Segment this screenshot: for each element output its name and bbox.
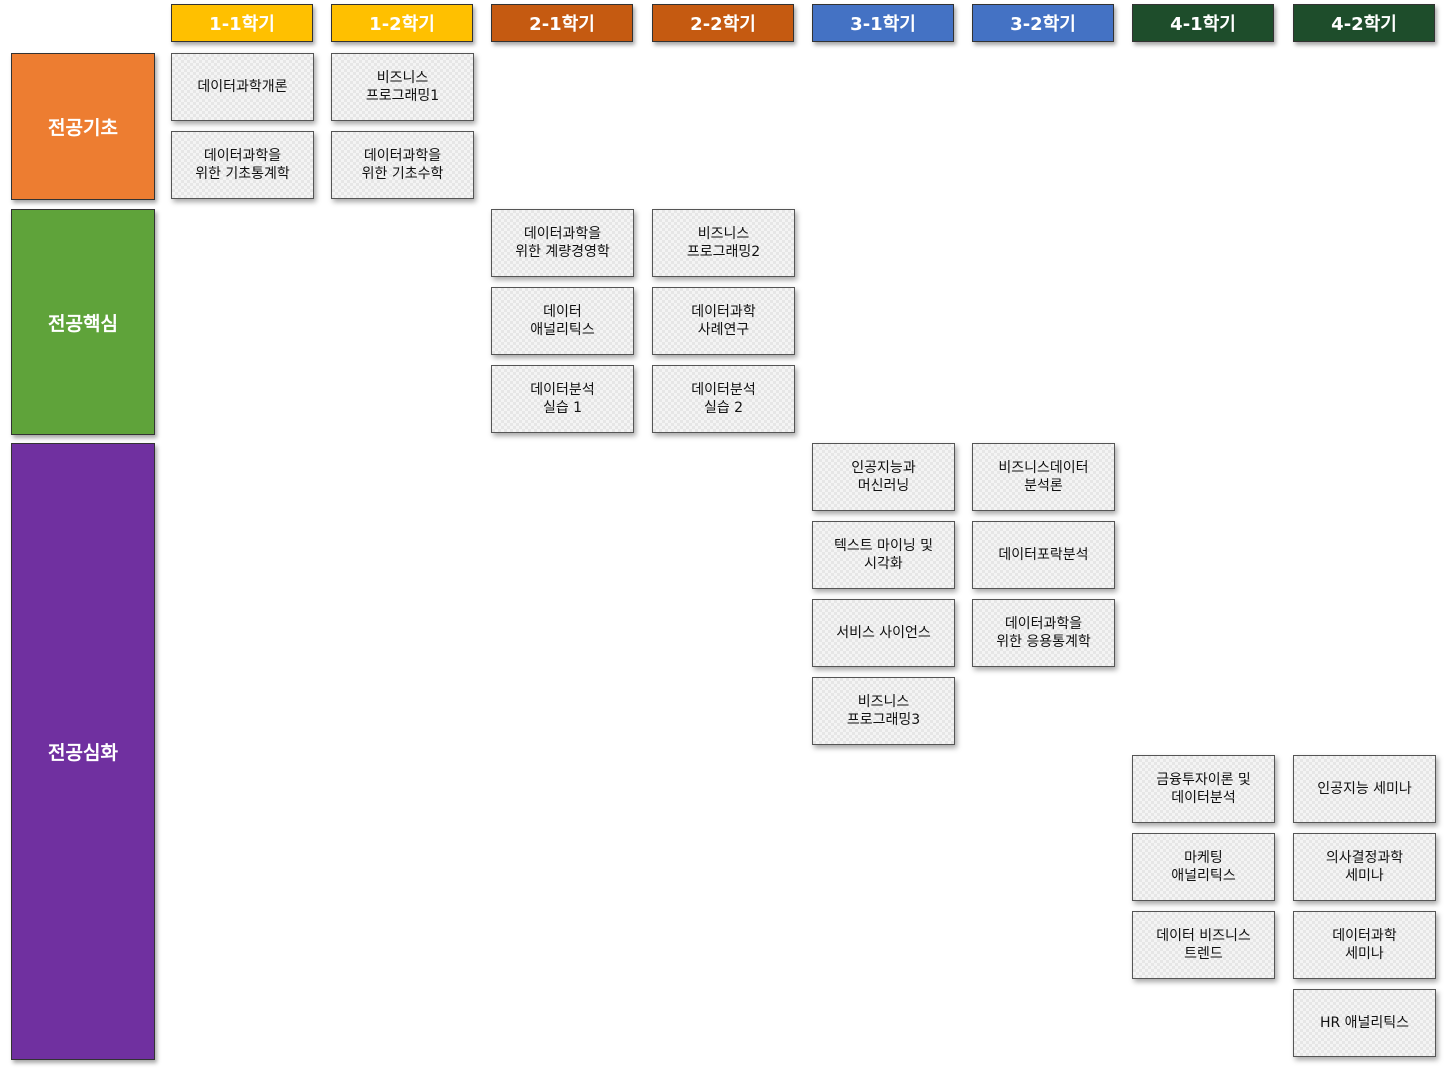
course-box: 데이터과학개론 <box>171 53 314 121</box>
course-box: 데이터과학을 위한 응용통계학 <box>972 599 1115 667</box>
semester-header-2-2: 2-2학기 <box>652 4 794 42</box>
category-major-core: 전공핵심 <box>11 209 155 435</box>
course-box: 데이터과학 세미나 <box>1293 911 1436 979</box>
course-box: 비즈니스 프로그래밍1 <box>331 53 474 121</box>
course-box: 비즈니스 프로그래밍2 <box>652 209 795 277</box>
semester-header-3-2: 3-2학기 <box>972 4 1114 42</box>
semester-header-1-1: 1-1학기 <box>171 4 313 42</box>
semester-header-2-1: 2-1학기 <box>491 4 633 42</box>
course-box: 서비스 사이언스 <box>812 599 955 667</box>
semester-header-1-2: 1-2학기 <box>331 4 473 42</box>
course-box: 인공지능 세미나 <box>1293 755 1436 823</box>
course-box: 비즈니스데이터 분석론 <box>972 443 1115 511</box>
semester-header-3-1: 3-1학기 <box>812 4 954 42</box>
course-box: HR 애널리틱스 <box>1293 989 1436 1057</box>
course-box: 금융투자이론 및 데이터분석 <box>1132 755 1275 823</box>
category-major-advanced: 전공심화 <box>11 443 155 1060</box>
course-box: 데이터과학을 위한 기초수학 <box>331 131 474 199</box>
course-box: 데이터 애널리틱스 <box>491 287 634 355</box>
course-box: 데이터과학 사례연구 <box>652 287 795 355</box>
course-box: 텍스트 마이닝 및 시각화 <box>812 521 955 589</box>
course-box: 비즈니스 프로그래밍3 <box>812 677 955 745</box>
course-box: 데이터과학을 위한 기초통계학 <box>171 131 314 199</box>
course-box: 데이터포락분석 <box>972 521 1115 589</box>
category-major-foundation: 전공기초 <box>11 53 155 200</box>
course-box: 데이터분석 실습 1 <box>491 365 634 433</box>
course-box: 데이터분석 실습 2 <box>652 365 795 433</box>
course-box: 의사결정과학 세미나 <box>1293 833 1436 901</box>
course-box: 마케팅 애널리틱스 <box>1132 833 1275 901</box>
course-box: 인공지능과 머신러닝 <box>812 443 955 511</box>
course-box: 데이터과학을 위한 계량경영학 <box>491 209 634 277</box>
semester-header-4-2: 4-2학기 <box>1293 4 1435 42</box>
course-box: 데이터 비즈니스 트렌드 <box>1132 911 1275 979</box>
semester-header-4-1: 4-1학기 <box>1132 4 1274 42</box>
